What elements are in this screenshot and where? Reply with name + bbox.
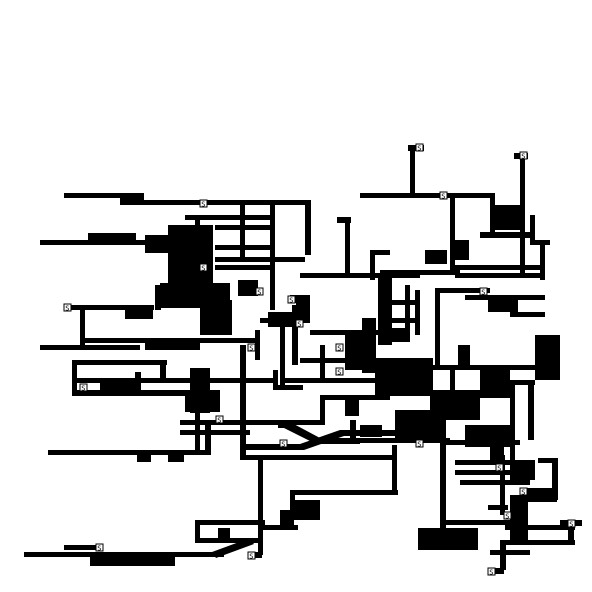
map-marker-s[interactable]: S — [415, 439, 424, 448]
marker-tile — [479, 287, 488, 296]
marker-tile — [495, 463, 504, 472]
marker-tile — [415, 439, 424, 448]
marker-tile — [335, 343, 344, 352]
marker-glyph: S — [569, 520, 573, 528]
marker-tile — [287, 295, 296, 304]
marker-glyph: S — [249, 344, 253, 352]
marker-tile — [295, 319, 304, 328]
map-marker-s[interactable]: S — [79, 383, 88, 392]
marker-tile — [503, 511, 512, 520]
road-network — [24, 145, 582, 574]
marker-tile — [279, 439, 288, 448]
marker-glyph: S — [217, 416, 221, 424]
map-marker-s[interactable]: S — [247, 343, 256, 352]
marker-tile — [247, 551, 256, 560]
map-marker-s[interactable]: S — [95, 543, 104, 552]
marker-tile — [63, 303, 72, 312]
marker-glyph: S — [201, 264, 205, 272]
map-marker-s[interactable]: S — [415, 143, 424, 152]
map-marker-s[interactable]: S — [519, 151, 528, 160]
map-marker-s[interactable]: S — [255, 287, 264, 296]
map-marker-s[interactable]: S — [295, 319, 304, 328]
marker-tile — [79, 383, 88, 392]
marker-tile — [199, 263, 208, 272]
map-marker-s[interactable]: S — [519, 487, 528, 496]
marker-glyph: S — [97, 544, 101, 552]
marker-tile — [335, 367, 344, 376]
map-marker-s[interactable]: S — [487, 567, 496, 576]
map-marker-s[interactable]: S — [439, 191, 448, 200]
marker-tile — [247, 343, 256, 352]
marker-glyph: S — [441, 192, 445, 200]
map-marker-s[interactable]: S — [335, 343, 344, 352]
marker-tile — [567, 519, 576, 528]
map-marker-s[interactable]: S — [503, 511, 512, 520]
marker-glyph: S — [249, 552, 253, 560]
map-marker-s[interactable]: S — [567, 519, 576, 528]
marker-glyph: S — [417, 440, 421, 448]
marker-tile — [439, 191, 448, 200]
map-marker-s[interactable]: S — [335, 367, 344, 376]
marker-glyph: S — [281, 440, 285, 448]
marker-glyph: S — [481, 288, 485, 296]
marker-glyph: S — [257, 288, 261, 296]
marker-glyph: S — [289, 296, 293, 304]
marker-tile — [95, 543, 104, 552]
marker-tile — [487, 567, 496, 576]
map-marker-s[interactable]: S — [215, 415, 224, 424]
marker-tile — [215, 415, 224, 424]
marker-glyph: S — [81, 384, 85, 392]
marker-glyph: S — [201, 200, 205, 208]
marker-layer: S S S S S S S S S S S S S S S S S S S S S S S S — [63, 143, 576, 576]
marker-glyph: S — [417, 144, 421, 152]
map-marker-s[interactable]: S — [287, 295, 296, 304]
map-marker-s[interactable]: S — [247, 551, 256, 560]
map-marker-s[interactable]: S — [199, 263, 208, 272]
marker-glyph: S — [297, 320, 301, 328]
marker-tile — [519, 487, 528, 496]
map-marker-s[interactable]: S — [279, 439, 288, 448]
map-marker-s[interactable]: S — [495, 463, 504, 472]
map-marker-s[interactable]: S — [479, 287, 488, 296]
map-marker-s[interactable]: S — [199, 199, 208, 208]
marker-tile — [199, 199, 208, 208]
marker-glyph: S — [521, 152, 525, 160]
marker-glyph: S — [489, 568, 493, 576]
marker-tile — [519, 151, 528, 160]
marker-glyph: S — [505, 512, 509, 520]
marker-tile — [255, 287, 264, 296]
marker-glyph: S — [521, 488, 525, 496]
map-marker-s[interactable]: S — [63, 303, 72, 312]
marker-tile — [415, 143, 424, 152]
marker-glyph: S — [337, 368, 341, 376]
marker-glyph: S — [337, 344, 341, 352]
marker-glyph: S — [65, 304, 69, 312]
marker-glyph: S — [497, 464, 501, 472]
